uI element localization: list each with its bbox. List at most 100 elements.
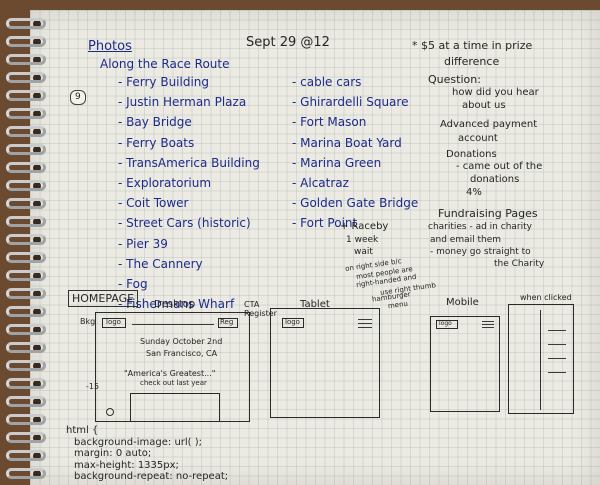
date-heading: Sept 29 @12 <box>246 35 330 50</box>
spiral-ring <box>6 432 46 443</box>
tablet-label: Tablet <box>300 299 330 310</box>
spiral-ring <box>6 18 46 29</box>
route-item-left: - Ferry Building <box>118 75 210 89</box>
route-item-right: - Fort Mason <box>292 115 367 130</box>
route-item-left: - Coit Tower <box>118 196 189 211</box>
tablet-logo-text: logo <box>285 318 300 326</box>
desktop-logo-box <box>102 318 126 328</box>
route-item-left: - Pier 39 <box>118 236 168 251</box>
mobile-wireframe <box>430 316 500 412</box>
spiral-ring <box>6 306 46 317</box>
note-advanced-1: Advanced payment <box>440 119 538 130</box>
when-clicked-note: when clicked <box>520 293 572 302</box>
tablet-logo-box <box>282 318 304 328</box>
quote-sub: check out last year <box>140 379 207 387</box>
note-donations-label: Donations <box>446 149 497 160</box>
spiral-ring <box>6 378 46 389</box>
fundraising-title: Fundraising Pages <box>438 207 538 220</box>
route-item-left: - Bay Bridge <box>118 115 192 130</box>
menu-line-2 <box>548 344 566 345</box>
desktop-video-box <box>130 393 220 421</box>
event-location: San Francisco, CA <box>146 349 218 358</box>
spiral-ring <box>6 162 46 173</box>
route-item-left: - Exploratorium <box>118 176 212 190</box>
hamburger-menu-icon <box>358 318 372 328</box>
route-item-left: - Fishermans Wharf <box>118 297 235 312</box>
raceby-1: + Raceby <box>340 221 389 232</box>
spiral-ring <box>6 342 46 353</box>
side-mark: -15 <box>86 382 100 391</box>
route-item-left: - Fog <box>118 277 148 291</box>
css-note-line: html { <box>66 425 99 436</box>
spiral-ring <box>6 54 46 65</box>
note-question-1: how did you hear <box>452 87 539 98</box>
desktop-label: Desktop <box>154 299 196 310</box>
mobile-menu-open-wireframe <box>508 304 574 414</box>
route-item-right: - Marina Green <box>292 155 382 170</box>
spiral-ring <box>6 234 46 245</box>
desktop-nav-line <box>132 324 214 325</box>
route-item-right: - Golden Gate Bridge <box>292 196 419 211</box>
spiral-ring <box>6 216 46 227</box>
route-item-right: - cable cars <box>292 75 362 89</box>
route-item-left: - Justin Herman Plaza <box>118 95 247 110</box>
mobile-menu-icon <box>482 320 494 329</box>
fundraising-4: the Charity <box>494 259 545 269</box>
photos-heading: Photos <box>88 39 132 54</box>
note-donations-1: - came out of the <box>456 161 543 172</box>
spiral-ring <box>6 126 46 137</box>
spiral-ring <box>6 270 46 281</box>
raceby-2: 1 week <box>346 235 379 245</box>
spiral-ring <box>6 144 46 155</box>
spiral-ring <box>6 288 46 299</box>
route-item-left: - The Cannery <box>118 256 203 271</box>
spiral-ring <box>6 450 46 461</box>
note-donations-3: 4% <box>466 187 482 198</box>
cta-note: CTA Register <box>244 300 277 318</box>
note-donations-2: donations <box>470 174 520 185</box>
css-note-line: margin: 0 auto; <box>74 448 152 459</box>
css-note-line: max-height: 1335px; <box>74 459 179 471</box>
css-note-line: background-repeat: no-repeat; <box>74 471 229 482</box>
mobile-logo-text: logo <box>439 320 452 327</box>
desktop-reg-button <box>218 318 238 328</box>
route-item-right: - Fort Point <box>292 216 358 231</box>
route-item-right: - Alcatraz <box>292 176 349 190</box>
note-question-label: Question: <box>428 73 481 86</box>
route-item-left: - Street Cars (historic) <box>118 216 251 231</box>
left-mark: Bkg <box>80 317 96 326</box>
desktop-logo-text: logo <box>106 318 121 326</box>
route-item-left: - TransAmerica Building <box>118 155 260 170</box>
spiral-ring <box>6 414 46 425</box>
fundraising-2: and email them <box>430 235 502 245</box>
note-question-2: about us <box>462 100 506 111</box>
spiral-ring <box>6 468 46 479</box>
menu-divider <box>540 310 541 410</box>
raceby-3: wait <box>354 247 373 257</box>
route-heading: Along the Race Route <box>100 57 230 71</box>
page-tab-number: 9 <box>70 90 86 105</box>
spiral-ring <box>6 90 46 101</box>
note-prize: * $5 at a time in prize <box>412 39 533 52</box>
route-item-right: - Marina Boat Yard <box>292 135 402 150</box>
menu-line-3 <box>548 358 566 359</box>
note-advanced-2: account <box>458 133 498 144</box>
spiral-ring <box>6 324 46 335</box>
spiral-ring <box>6 108 46 119</box>
menu-line-1 <box>548 330 566 331</box>
tablet-wireframe <box>270 308 380 418</box>
desktop-reg-text: Reg <box>220 318 234 326</box>
desktop-scroll-icon <box>106 408 114 416</box>
fundraising-3: - money go straight to <box>430 247 531 257</box>
spiral-binding <box>0 0 48 485</box>
route-item-left: - Ferry Boats <box>118 135 195 150</box>
mobile-logo-box <box>436 320 458 329</box>
spiral-ring <box>6 360 46 371</box>
notebook-page <box>30 10 600 485</box>
spiral-ring <box>6 396 46 407</box>
quote-text: "America's Greatest..." <box>124 369 216 378</box>
homepage-label: HOMEPAGE <box>68 290 139 307</box>
event-date: Sunday October 2nd <box>140 337 223 346</box>
spiral-ring <box>6 72 46 83</box>
desktop-wireframe <box>95 312 250 422</box>
